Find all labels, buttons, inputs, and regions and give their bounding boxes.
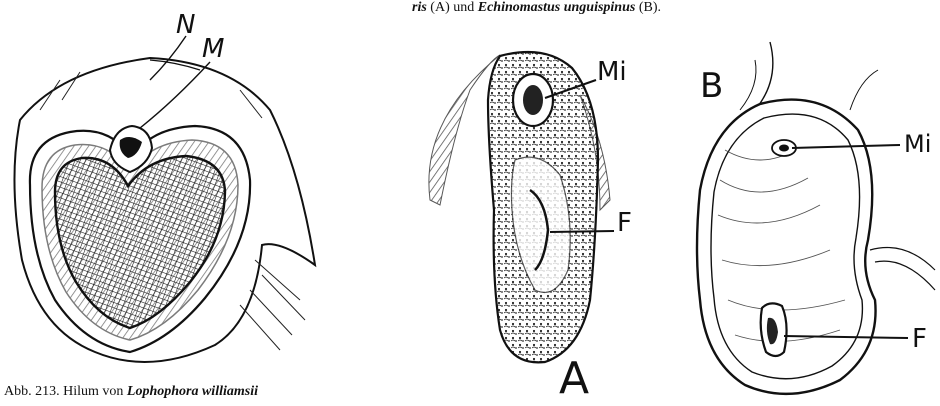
seed-drawing-b <box>697 42 935 394</box>
seed-drawing-a <box>429 52 614 362</box>
caption-bottom: Abb. 213. Hilum von Lophophora williamsi… <box>4 383 258 401</box>
figure-letter-b: B <box>700 66 723 106</box>
label-mi-a: Mi <box>597 57 627 87</box>
label-f-b: F <box>912 324 927 354</box>
caption-bottom-species: Lophophora williamsii <box>127 384 258 399</box>
label-n: N <box>176 10 195 40</box>
caption-bottom-text: Abb. 213. Hilum von <box>4 384 127 399</box>
label-m: M <box>202 34 224 64</box>
hilum-drawing-lophophora <box>14 36 315 362</box>
label-mi-b: Mi <box>904 130 931 158</box>
figure-letter-a: A <box>559 353 589 404</box>
label-f-a: F <box>617 208 632 238</box>
